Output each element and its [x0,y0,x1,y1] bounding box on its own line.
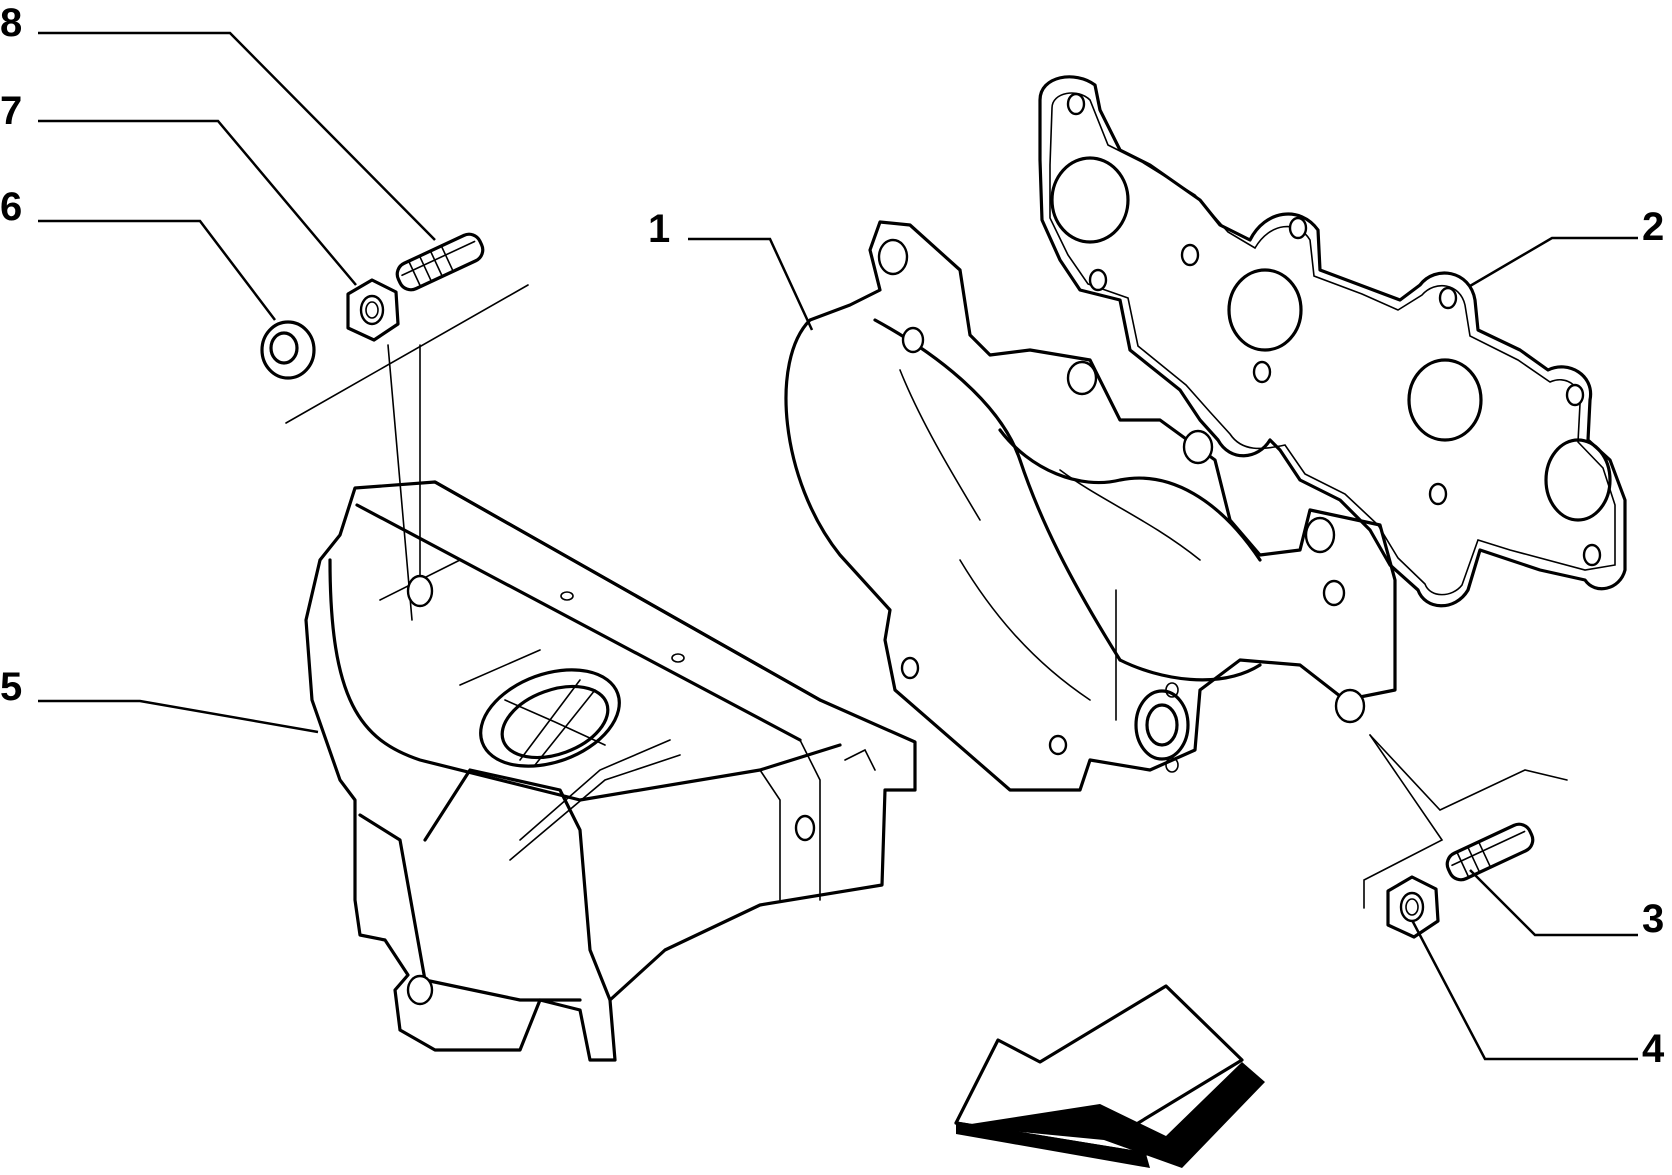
callout-labels: 8 7 6 5 1 2 3 4 [0,1,1665,1071]
manifold-gasket-icon [1038,75,1627,608]
leader-1 [688,237,814,331]
callout-3: 3 [1642,897,1664,941]
leader-6 [38,219,276,321]
axis-line-left-a [285,284,529,424]
stud-icon [395,232,485,292]
hex-nut-icon [1386,875,1440,939]
callout-1: 1 [648,207,670,251]
hex-nut-icon [346,278,400,342]
callout-4: 4 [1642,1027,1665,1071]
leader-2 [1469,236,1638,288]
leader-8 [38,31,436,241]
washer-icon [260,320,316,380]
axis-line-right-a [1369,734,1568,811]
heat-shield-icon [304,480,917,1062]
callout-7: 7 [0,89,22,133]
leader-5 [38,699,319,734]
axis-line-right-b [1363,734,1444,909]
leader-4 [1410,919,1638,1061]
leader-3 [1469,869,1638,937]
callout-6: 6 [0,185,22,229]
leader-lines [38,31,1638,1061]
axis-line-left-b [387,344,413,621]
stud-icon [1445,822,1535,882]
callout-5: 5 [0,665,22,709]
callout-8: 8 [0,1,22,45]
direction-arrow-icon [954,984,1265,1168]
exhaust-manifold-icon [784,220,1397,792]
callout-2: 2 [1642,205,1664,249]
leader-7 [38,119,357,286]
